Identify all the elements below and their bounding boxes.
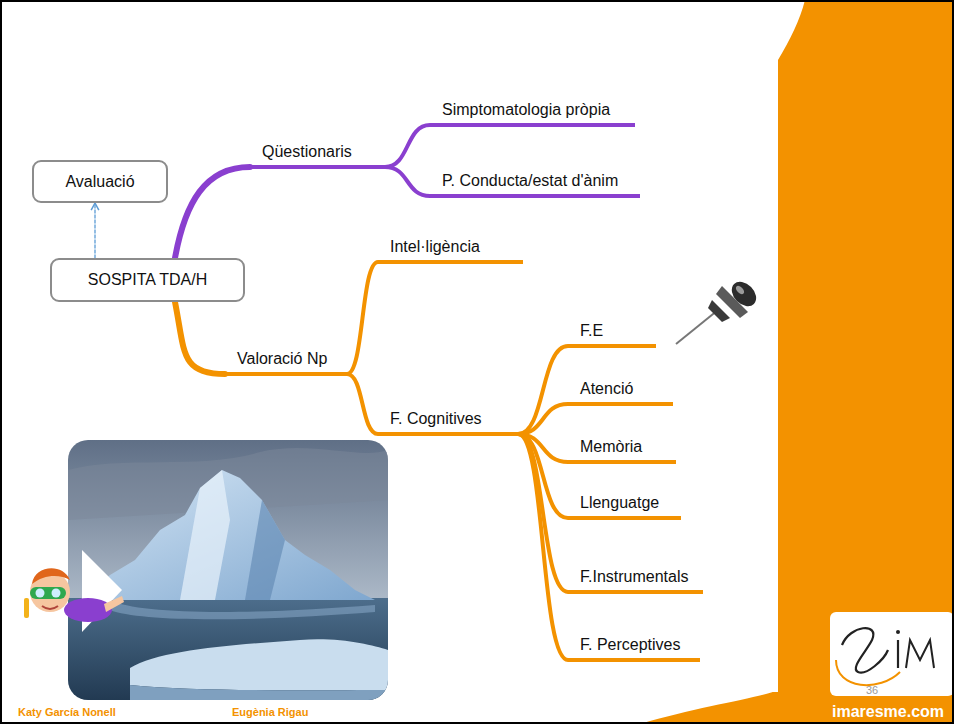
branch-topic: P. Conducta/estat d'ànim	[430, 172, 640, 198]
topic-text: Qüestionaris	[262, 143, 352, 160]
mindmap-branch	[385, 167, 430, 196]
topic-text: F. Perceptives	[580, 636, 680, 653]
topic-text: Llenguatge	[580, 494, 659, 511]
mindmap-branch	[347, 374, 378, 434]
topic-text: Valoració Np	[237, 350, 327, 367]
mindmap-branch	[385, 125, 430, 167]
topic-text: Atenció	[580, 380, 633, 397]
branch-topic: Llenguatge	[568, 494, 681, 520]
mindmap-branch	[518, 434, 568, 592]
mindmap-branch	[518, 346, 568, 434]
mindmap-branch	[347, 262, 378, 374]
branch-topic: F.E	[568, 322, 656, 348]
topic-text: Avaluació	[65, 173, 134, 191]
branch-topic: Qüestionaris	[250, 143, 385, 169]
branch-topic: F.Instrumentals	[568, 568, 703, 594]
mindmap-branch	[518, 434, 568, 660]
logo	[836, 628, 934, 685]
web-address: imaresme.com	[832, 703, 944, 721]
mindmap-branch	[175, 302, 225, 374]
author-name: Katy García Nonell	[18, 706, 116, 718]
branch-topic: Memòria	[568, 438, 676, 464]
topic-box: Avaluació	[32, 160, 168, 203]
topic-text: SOSPITA TDA/H	[88, 271, 207, 289]
logo-tile	[830, 612, 954, 696]
arrow-head	[91, 203, 99, 210]
push-pin	[676, 277, 761, 344]
topic-text: F. Cognitives	[390, 410, 482, 427]
dashed-arrow	[94, 203, 95, 258]
mindmap-branch	[175, 167, 250, 258]
branch-topic: F. Perceptives	[568, 636, 700, 662]
topic-text: Simptomatologia pròpia	[442, 101, 610, 118]
author-name: Eugènia Rigau	[232, 706, 308, 718]
topic-text: Memòria	[580, 438, 642, 455]
slide-panel	[0, 0, 778, 692]
topic-box: SOSPITA TDA/H	[50, 258, 245, 302]
branch-topic: F. Cognitives	[378, 410, 518, 436]
diver-cartoon	[24, 550, 124, 632]
branch-topic: Intel·ligència	[378, 238, 523, 264]
topic-text: P. Conducta/estat d'ànim	[442, 172, 618, 189]
topic-text: F.E	[580, 322, 603, 339]
branch-topic: Simptomatologia pròpia	[430, 101, 635, 127]
topic-text: F.Instrumentals	[580, 568, 688, 585]
iceberg-photo	[68, 440, 388, 700]
mindmap-branch	[518, 404, 568, 434]
branch-topic: Atenció	[568, 380, 673, 406]
page-number: 36	[866, 684, 878, 696]
branch-topic: Valoració Np	[225, 350, 347, 376]
topic-text: Intel·ligència	[390, 238, 480, 255]
